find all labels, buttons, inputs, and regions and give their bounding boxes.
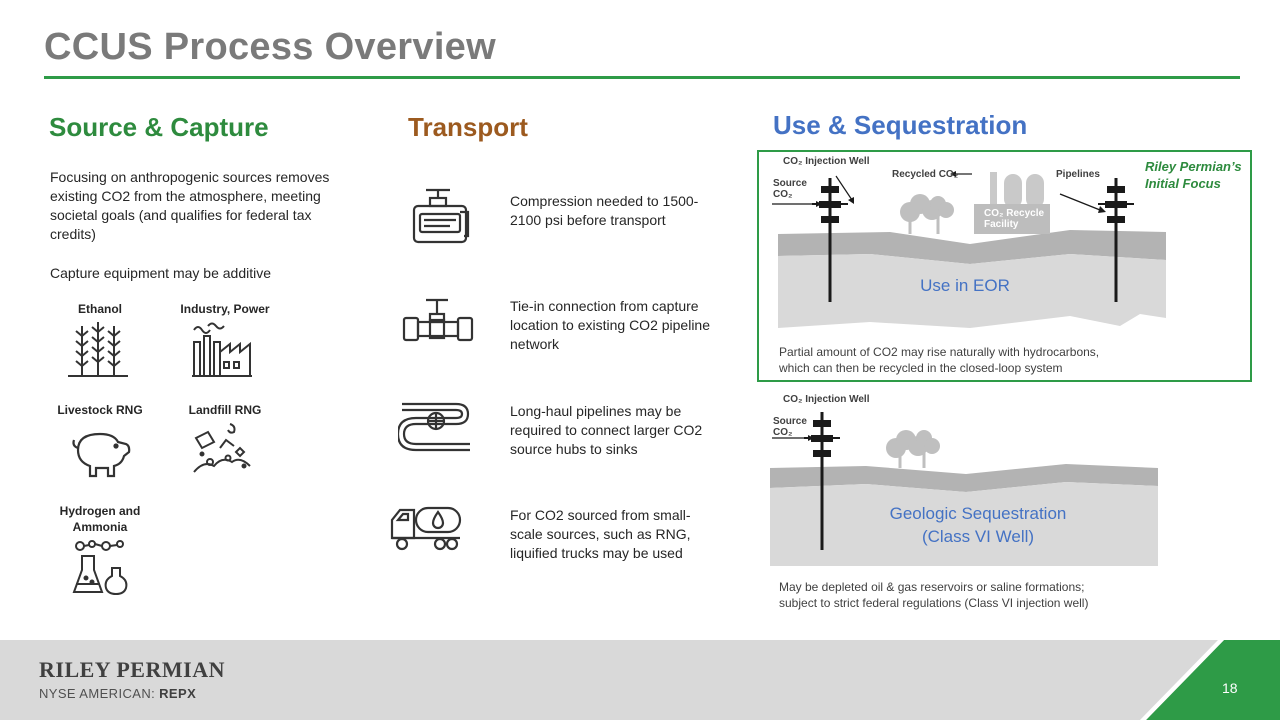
landfill-icon	[193, 423, 251, 473]
transport-heading: Transport	[408, 112, 528, 142]
stock-ticker: NYSE AMERICAN: REPX	[39, 686, 197, 701]
seq-injection-well-label: CO₂ Injection Well	[783, 394, 870, 405]
initial-focus-label: Riley Permian’s Initial Focus	[1145, 159, 1242, 191]
capture-note: Capture equipment may be additive	[50, 265, 272, 281]
long-haul-text: Long-haul pipelines may be required to c…	[510, 403, 703, 457]
use-sequestration-heading: Use & Sequestration	[773, 110, 1028, 140]
eor-injection-well-right	[1098, 178, 1134, 302]
tanker-truck-icon	[390, 506, 462, 551]
eor-source-label: Source CO₂	[773, 178, 807, 200]
pipe-valve-icon	[402, 298, 474, 342]
tanker-truck-text: For CO2 sourced from small-scale sources…	[510, 507, 691, 561]
source-capture-heading: Source & Capture	[49, 112, 269, 142]
tie-in-text: Tie-in connection from capture location …	[510, 298, 711, 352]
livestock-rng-label: Livestock RNG	[57, 403, 143, 417]
eor-surface-layer	[778, 230, 1166, 264]
title-divider	[44, 76, 1240, 79]
pipeline-icon	[398, 402, 470, 452]
page-title: CCUS Process Overview	[44, 26, 496, 68]
hydrogen-ammonia-label: Hydrogen and Ammonia	[59, 504, 141, 534]
pipelines-label: Pipelines	[1056, 169, 1100, 180]
compression-text: Compression needed to 1500-2100 psi befo…	[510, 193, 699, 228]
sequestration-caption: May be depleted oil & gas reservoirs or …	[779, 580, 1089, 610]
recycled-co2-label: Recycled CO₂	[892, 169, 959, 180]
seq-source-label: Source CO₂	[773, 416, 807, 438]
geologic-sequestration-label: Geologic Sequestration (Class VI Well)	[889, 504, 1067, 546]
seq-formation	[770, 482, 1158, 566]
compressor-icon	[412, 188, 470, 244]
chemistry-flask-icon	[72, 540, 128, 596]
company-logo: RILEY PERMIAN	[39, 657, 225, 682]
tree-icon	[900, 194, 954, 234]
ethanol-label: Ethanol	[78, 302, 122, 316]
industry-power-label: Industry, Power	[180, 302, 270, 316]
footer-bar	[0, 640, 1280, 720]
landfill-rng-label: Landfill RNG	[188, 403, 262, 417]
footer-corner-accent	[1140, 640, 1280, 720]
recycle-facility-label: CO₂ Recycle Facility	[984, 208, 1045, 230]
wheat-icon	[68, 322, 128, 377]
source-description: Focusing on anthropogenic sources remove…	[50, 169, 330, 242]
eor-injection-well-label: CO₂ Injection Well	[783, 156, 870, 167]
eor-caption: Partial amount of CO2 may rise naturally…	[779, 345, 1100, 375]
seq-surface-layer	[770, 464, 1158, 492]
pig-icon	[72, 432, 131, 478]
sequestration-diagram	[770, 412, 1158, 566]
use-in-eor-label: Use in EOR	[920, 276, 1010, 295]
eor-diagram	[772, 171, 1166, 328]
factory-icon	[192, 322, 252, 377]
page-number: 18	[1222, 680, 1238, 696]
co2-recycle-facility	[974, 172, 1050, 234]
tree-icon	[886, 430, 940, 468]
eor-formation	[778, 254, 1166, 328]
initial-focus-box	[757, 150, 1252, 382]
